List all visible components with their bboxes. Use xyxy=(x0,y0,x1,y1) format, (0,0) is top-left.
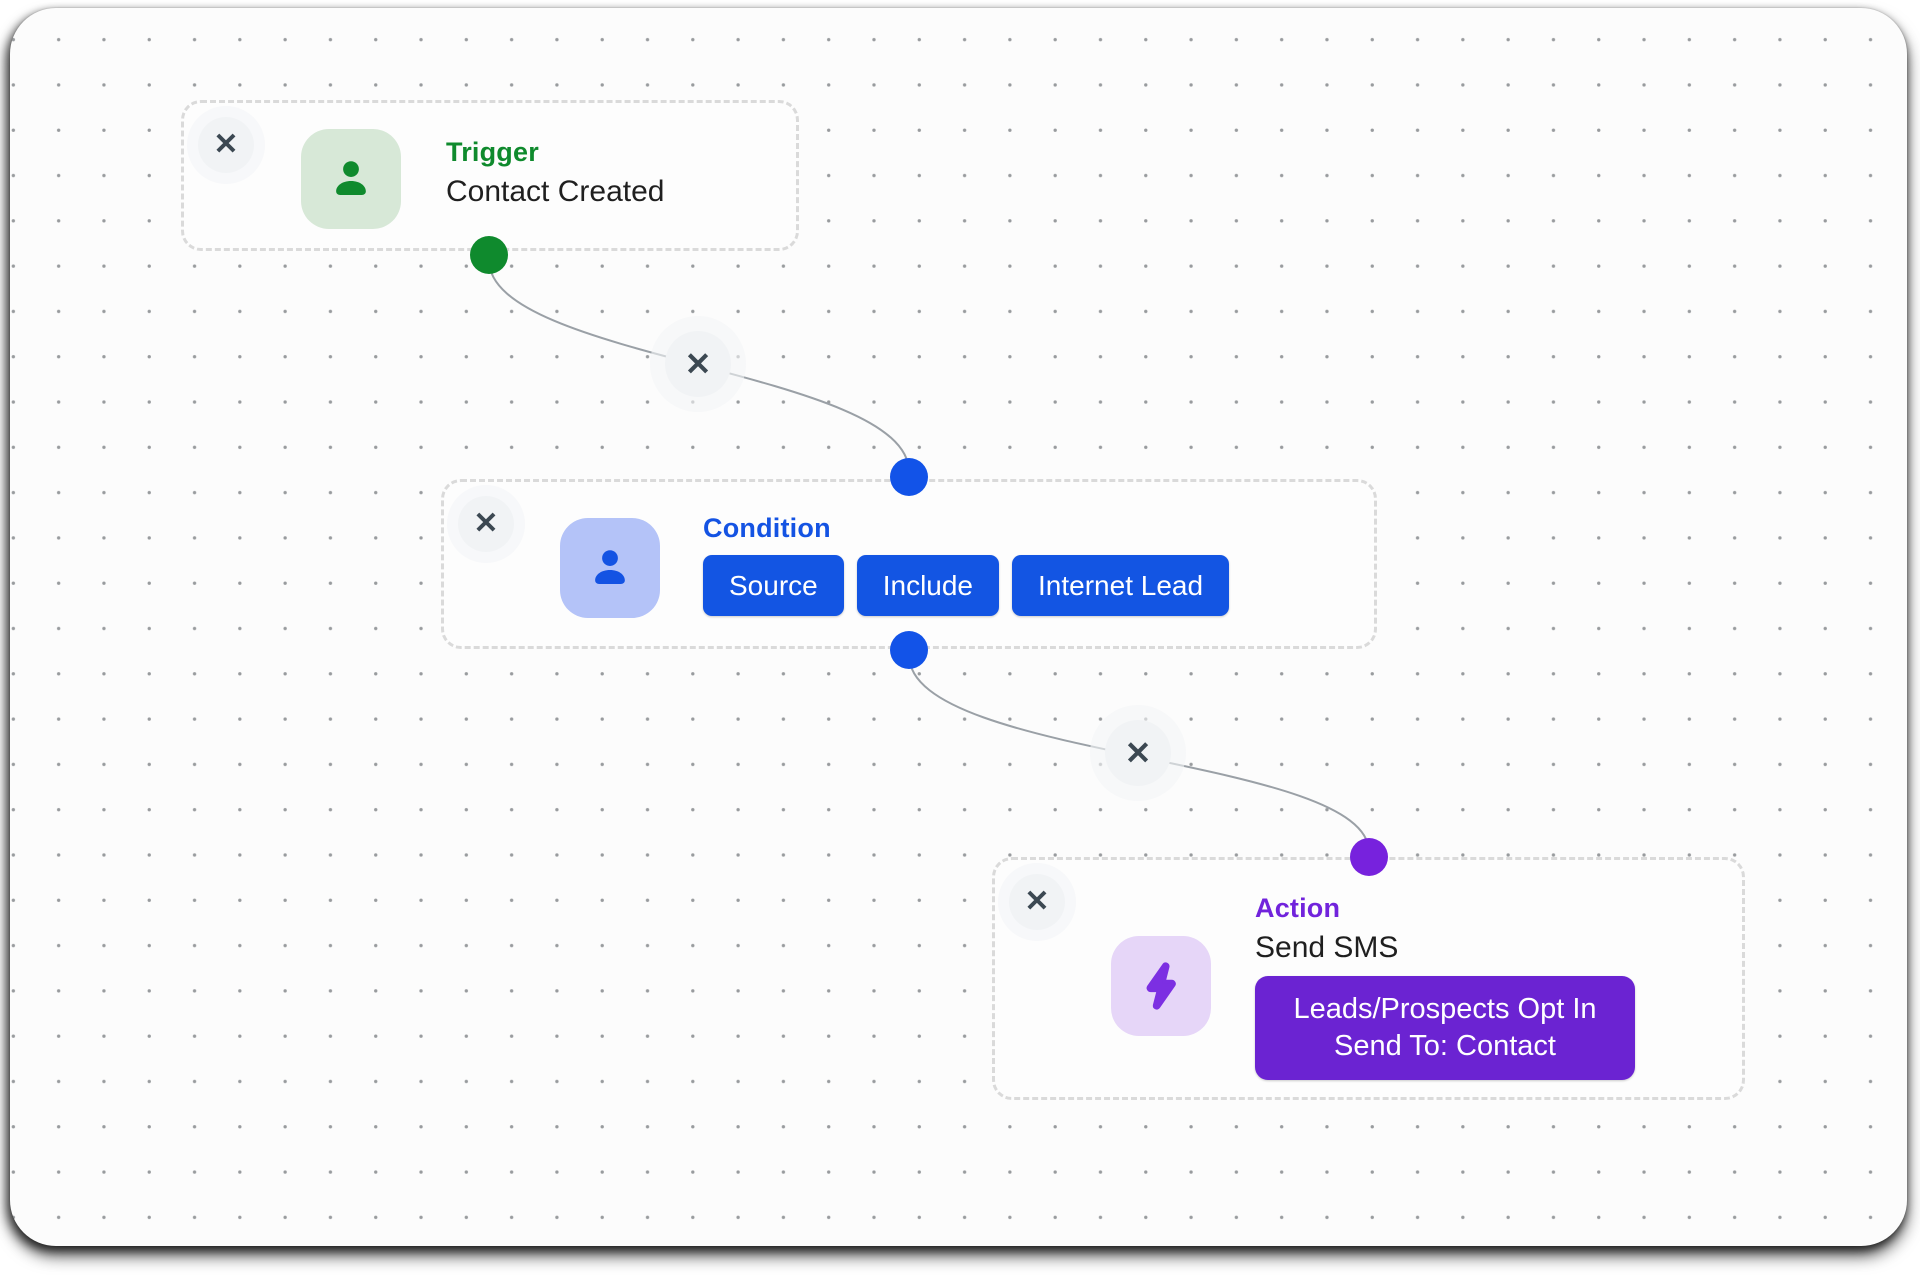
condition-text: Condition Source Include Internet Lead xyxy=(703,513,1230,616)
close-icon: ✕ xyxy=(213,128,239,161)
action-detail-chip[interactable]: Leads/Prospects Opt In Send To: Contact xyxy=(1255,976,1635,1080)
workflow-builder-canvas: ✕ Trigger Contact Created ✕ xyxy=(10,8,1907,1246)
close-icon: ✕ xyxy=(473,507,499,540)
action-title: Send SMS xyxy=(1255,931,1399,964)
action-chip-line-2: Send To: Contact xyxy=(1334,1030,1556,1062)
connector-1-delete-button[interactable]: ✕ xyxy=(665,331,731,397)
condition-close-button[interactable]: ✕ xyxy=(458,496,514,552)
trigger-text: Trigger Contact Created xyxy=(446,137,664,209)
trigger-node[interactable]: ✕ Trigger Contact Created xyxy=(181,100,799,251)
person-icon xyxy=(583,541,637,595)
action-input-port[interactable] xyxy=(1350,838,1388,876)
condition-node[interactable]: ✕ Condition Source Include Internet Lead xyxy=(441,479,1377,649)
action-label: Action xyxy=(1255,893,1341,923)
action-close-button[interactable]: ✕ xyxy=(1009,874,1065,930)
action-node[interactable]: ✕ Action Send SMS Leads/Prospects Opt In… xyxy=(992,857,1745,1100)
condition-chip-row: Source Include Internet Lead xyxy=(703,555,1230,616)
lightning-icon xyxy=(1134,959,1188,1013)
condition-label: Condition xyxy=(703,513,831,543)
trigger-title: Contact Created xyxy=(446,175,665,208)
close-icon: ✕ xyxy=(684,346,712,382)
person-icon xyxy=(324,152,378,206)
action-icon-tile xyxy=(1111,936,1211,1036)
close-icon: ✕ xyxy=(1024,885,1050,918)
trigger-icon-tile xyxy=(301,129,401,229)
trigger-label: Trigger xyxy=(446,137,539,167)
connector-2-delete-button[interactable]: ✕ xyxy=(1105,720,1171,786)
condition-output-port[interactable] xyxy=(890,631,928,669)
condition-chip-operator[interactable]: Include xyxy=(856,555,1000,616)
trigger-close-button[interactable]: ✕ xyxy=(198,117,254,173)
trigger-output-port[interactable] xyxy=(470,236,508,274)
close-icon: ✕ xyxy=(1124,735,1152,771)
condition-icon-tile xyxy=(560,518,660,618)
action-text: Action Send SMS Leads/Prospects Opt In S… xyxy=(1255,893,1635,1080)
condition-input-port[interactable] xyxy=(890,458,928,496)
condition-chip-source[interactable]: Source xyxy=(703,555,844,616)
condition-chip-value[interactable]: Internet Lead xyxy=(1012,555,1230,616)
action-chip-line-1: Leads/Prospects Opt In xyxy=(1293,993,1597,1025)
